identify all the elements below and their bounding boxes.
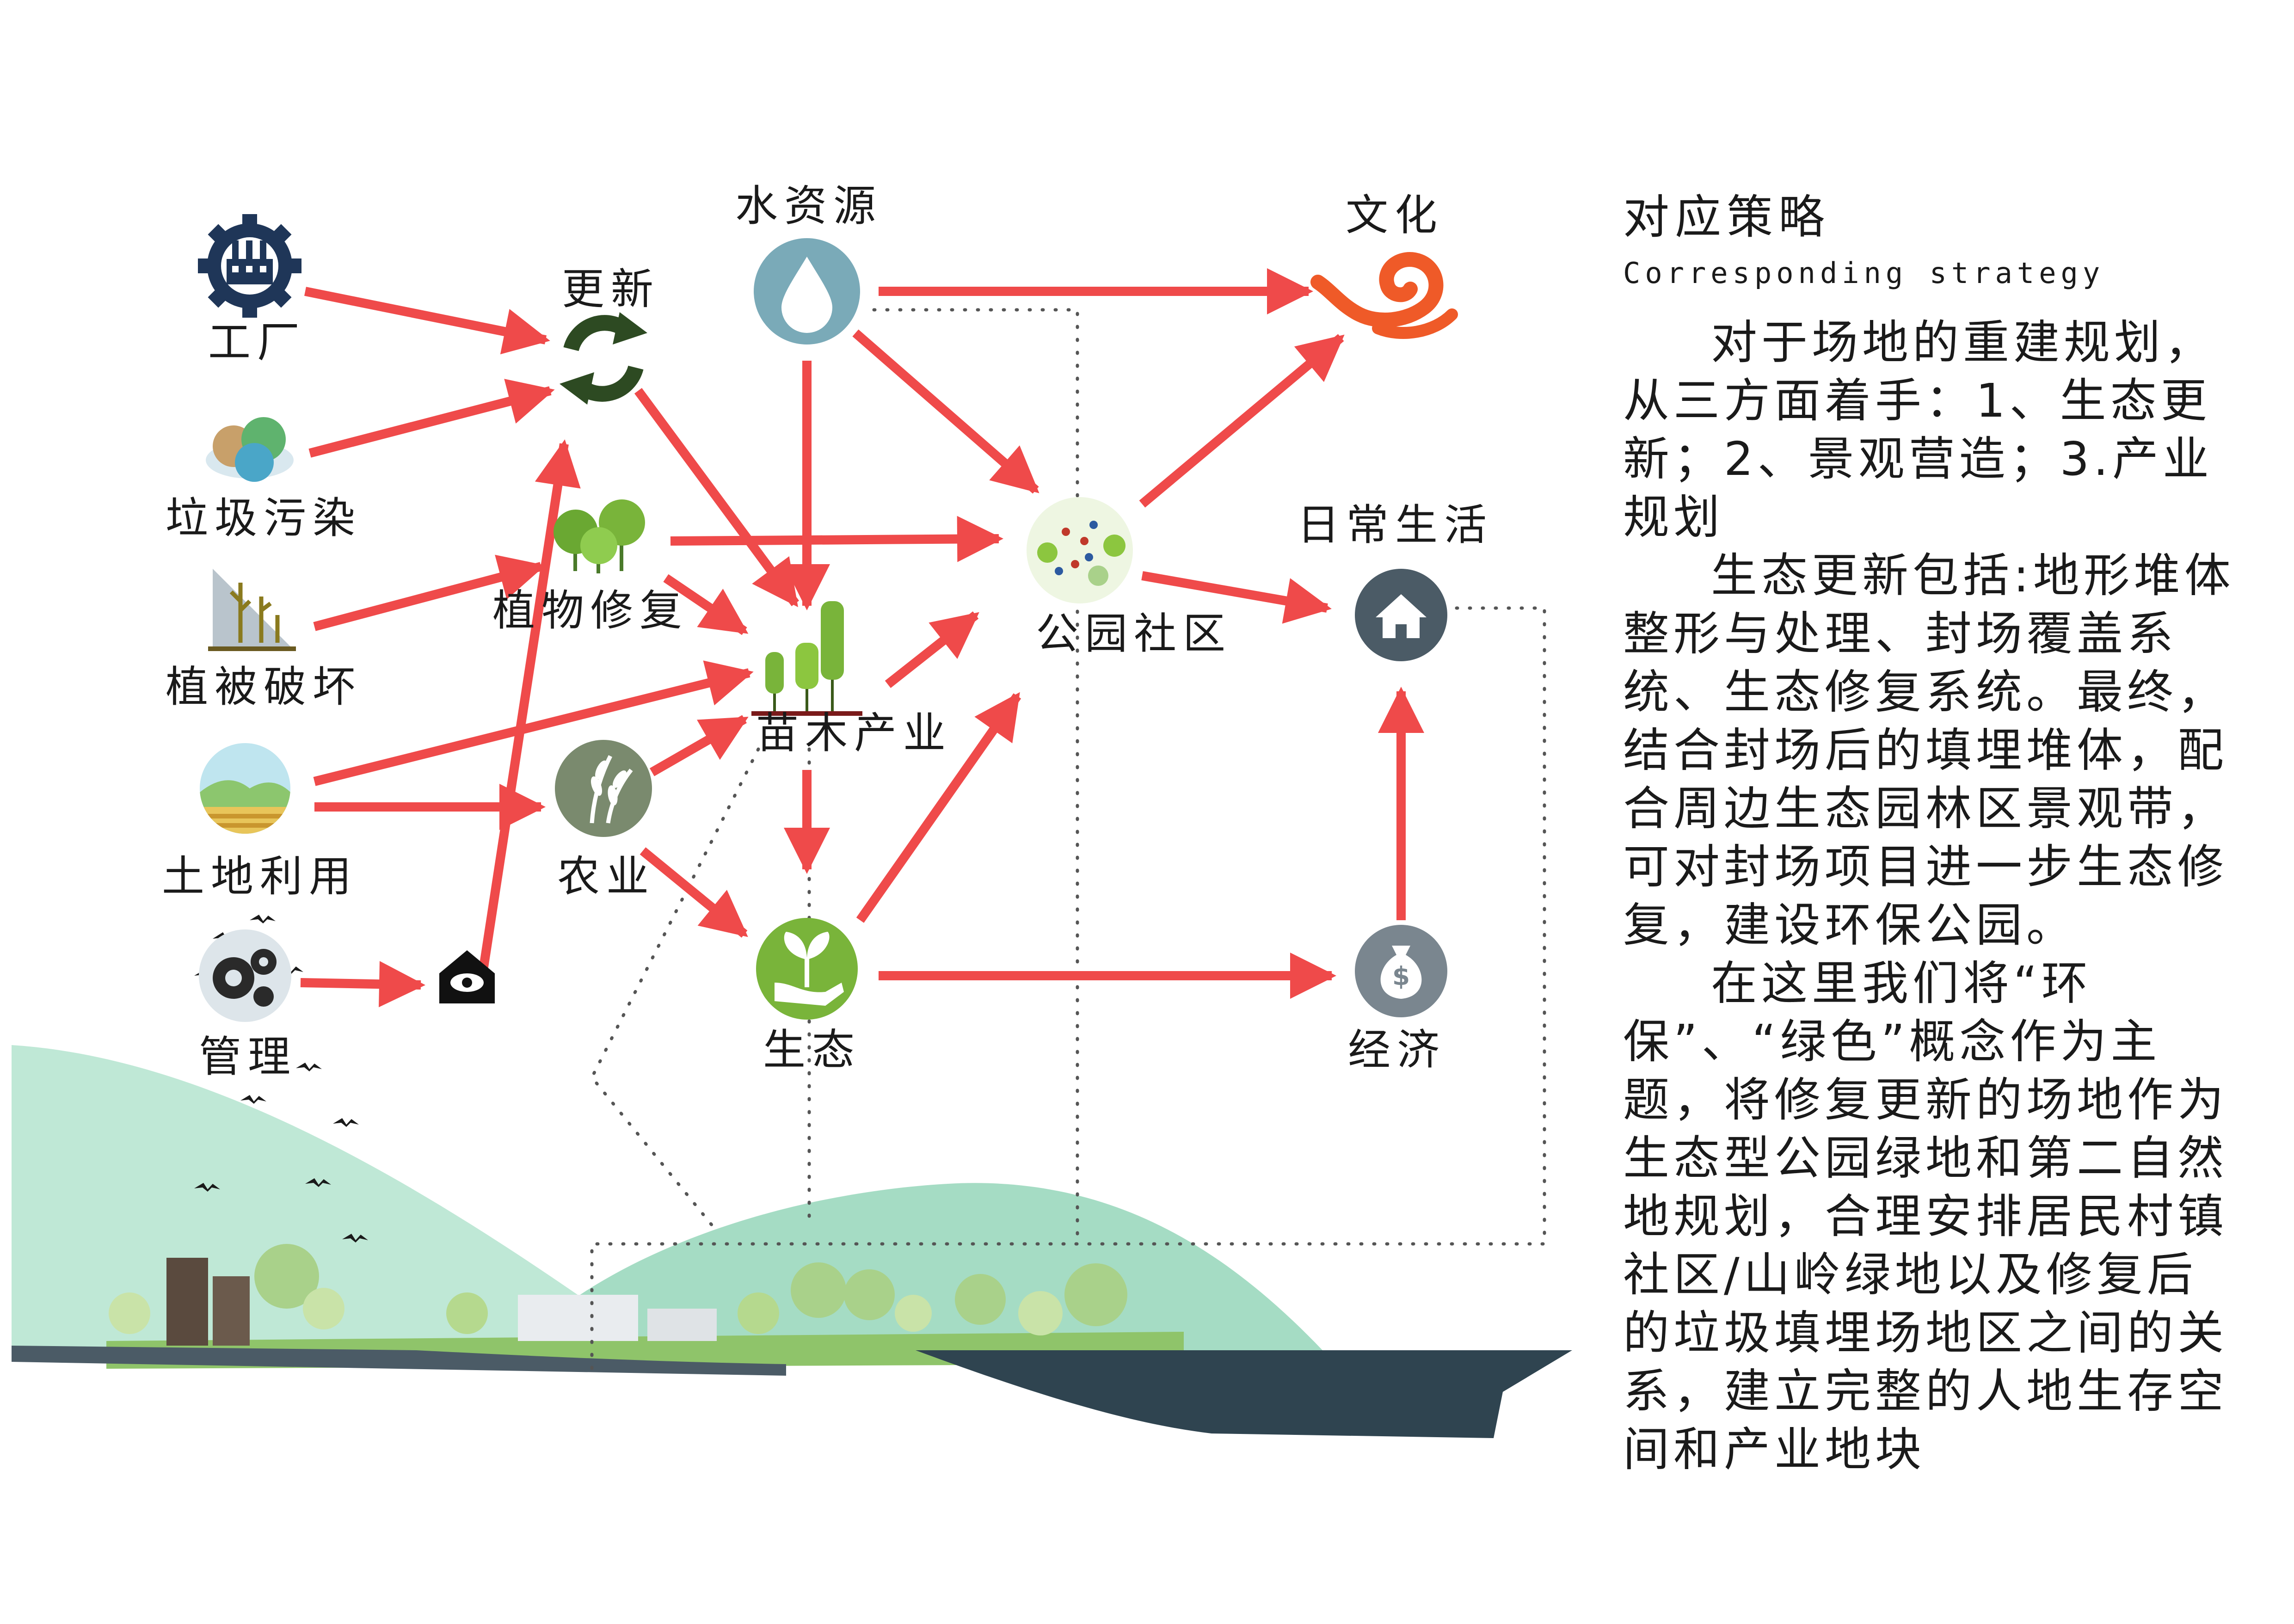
panel-subtitle: Corresponding strategy [1623, 256, 2105, 290]
nursery-icon [751, 601, 862, 716]
money-bag-icon: $ [1355, 925, 1447, 1017]
node-label-garbage: 垃圾污染 [166, 493, 362, 543]
water-drop-icon [754, 238, 860, 344]
panel-paragraph-3: 在这里我们将“环保”、“绿色”概念作为主题，将修复更新的场地作为生态型公园绿地和… [1623, 956, 2228, 1476]
node-label-water: 水资源 [735, 181, 883, 231]
management-gears-icon [199, 929, 291, 1022]
building [213, 1276, 250, 1346]
node-label-daily-life: 日常生活 [1297, 500, 1494, 550]
tree [1064, 1263, 1127, 1326]
svg-text:$: $ [1392, 961, 1410, 991]
arrows [300, 268, 1424, 1008]
tree [303, 1288, 344, 1329]
vegetation-damage-icon [208, 569, 296, 651]
node-label-agriculture: 农业 [557, 852, 656, 901]
node-label-nursery: 苗木产业 [756, 708, 953, 758]
node-label-factory: 工厂 [208, 318, 307, 367]
garbage-bags-icon [206, 417, 294, 482]
auspicious-cloud-icon [1310, 252, 1458, 339]
park-people-icon [1027, 497, 1133, 603]
node-label-park: 公园社区 [1036, 609, 1232, 658]
panel-title: 对应策略 [1623, 190, 1830, 244]
dark-water [916, 1350, 1572, 1438]
landscape-scene [12, 1045, 1572, 1438]
building [166, 1258, 208, 1346]
node-label-ecology: 生态 [763, 1025, 861, 1075]
node-label-culture: 文化 [1346, 191, 1444, 240]
strategy-panel: 对应策略 Corresponding strategy 对于场地的重建规划，从三… [1623, 194, 2238, 1479]
node-label-economy: 经济 [1348, 1025, 1446, 1075]
tree [254, 1244, 319, 1309]
node-label-vegetation-damage: 植被破坏 [166, 662, 362, 712]
factory-gear-icon [198, 214, 301, 318]
seedling-hand-icon [756, 918, 858, 1020]
node-label-land-use: 土地利用 [162, 852, 358, 901]
panel-paragraph-2: 生态更新包括:地形堆体整形与处理、封场覆盖系统、生态修复系统。最终，结合封场后的… [1623, 548, 2235, 952]
recycle-icon [560, 312, 647, 405]
tree [1018, 1291, 1063, 1335]
right-hill [532, 1183, 1322, 1350]
node-label-renewal: 更新 [562, 265, 660, 314]
trees-icon [554, 499, 645, 573]
wheat-icon [555, 740, 652, 837]
tree [895, 1295, 932, 1332]
tree [109, 1292, 150, 1334]
node-label-management: 管理 [199, 1032, 297, 1082]
building [647, 1309, 717, 1341]
tree [844, 1269, 895, 1320]
house-icon [1355, 569, 1447, 661]
tree [791, 1262, 846, 1318]
node-label-plant-restoration: 植物修复 [492, 586, 689, 635]
tree [738, 1292, 779, 1334]
tree [955, 1274, 1006, 1325]
panel-paragraph-1: 对于场地的重建规划，从三方面着手：1、生态更新；2、景观营造；3.产业规划 [1623, 315, 2215, 544]
tree [446, 1292, 488, 1334]
eye-house-icon [439, 950, 495, 1003]
land-use-icon [200, 743, 290, 834]
building [518, 1295, 638, 1341]
